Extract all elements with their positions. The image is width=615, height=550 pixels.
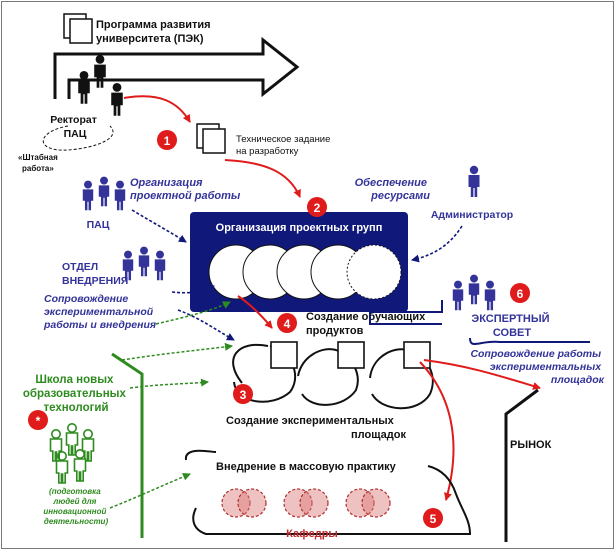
products-label: Создание обучающих продуктов [306,311,428,337]
people-prep-label: (подготовка людей для инновационной деят… [43,487,108,526]
badge-3: 3 [233,384,253,404]
expert-council-line [469,337,590,346]
svg-text:5: 5 [430,512,437,526]
school-people-icon [49,422,95,484]
arrow-school-to-mass [109,473,191,509]
expert-council-label: ЭКСПЕРТНЫЙ СОВЕТ [471,312,552,339]
arrow-rectorate-to-task [123,95,191,123]
experimental-site-arcs [232,343,434,410]
org-work-label: Организация проектной работы [130,177,241,202]
expert-people-icon [452,274,496,311]
program-document-icon [63,13,93,44]
mass-enclosure-left [185,449,217,461]
administrator-label: Администратор [431,209,513,221]
badge-2: 2 [307,197,327,217]
svg-text:4: 4 [284,317,291,331]
school-label: Школа новых образовательных технологий [23,374,129,414]
project-groups-title: Организация проектных групп [216,222,383,234]
resources-label: Обеспечение ресурсами [355,177,431,202]
arrow-school-to-products [121,342,233,361]
badge-5: 5 [423,508,443,528]
expert-council-bracket [369,300,443,325]
product-boxes [270,341,431,369]
mass-practice-label: Внедрение в массовую практику [216,461,397,473]
program-big-arrow [53,36,300,99]
support-work-label: Сопровождение работы экспериментальных п… [470,348,604,386]
arrow-admin-to-groups [411,225,463,263]
arrow-sites-to-market [423,359,541,390]
sites-label: Создание экспериментальных площадок [226,415,406,441]
svg-text:6: 6 [517,287,524,301]
staff-work-dashed-loop [42,125,114,151]
pac-label: ПАЦ [87,219,110,231]
rectorate-people-icon [78,54,123,116]
svg-text:3: 3 [240,388,247,402]
school-boundary-line [111,352,144,538]
implementation-dept-label: ОТДЕЛ ВНЕДРЕНИЯ [62,261,128,287]
departments-label: Кафедры [286,528,338,540]
support-exp-label: Сопровождение экспериментальной работы и… [43,293,156,331]
badge-star: * [28,410,48,430]
arrow-school-to-groups [155,301,231,325]
market-boundary-line [504,388,539,542]
arrow-dept-to-sites [177,309,235,341]
department-circles [221,488,391,518]
task-document-icon [196,123,226,154]
badge-1: 1 [157,130,177,150]
administrator-icon [468,165,480,197]
pac-people-icon [82,176,126,211]
staff-work-label: «Штабная работа» [18,153,60,173]
arrow-dept-to-groups [171,285,215,294]
svg-text:2: 2 [314,201,321,215]
task-label: Техническое задание на разработку [236,134,333,157]
badge-4: 4 [277,313,297,333]
mass-enclosure-right [192,465,472,535]
arrow-pac-to-groups [131,209,187,243]
implementation-people-icon [122,246,166,281]
program-title: Программа развития университета (ПЭК) [96,19,214,45]
badge-6: 6 [510,283,530,303]
rectorate-label: Ректорат ПАЦ [50,114,100,140]
svg-text:*: * [36,414,41,428]
svg-text:1: 1 [164,134,171,148]
arrow-school-to-sites [129,378,209,389]
arrow-groups-to-products [237,295,273,329]
arrow-task-to-groups [224,159,301,198]
market-label: РЫНОК [510,439,552,451]
project-group-circles [208,244,402,300]
